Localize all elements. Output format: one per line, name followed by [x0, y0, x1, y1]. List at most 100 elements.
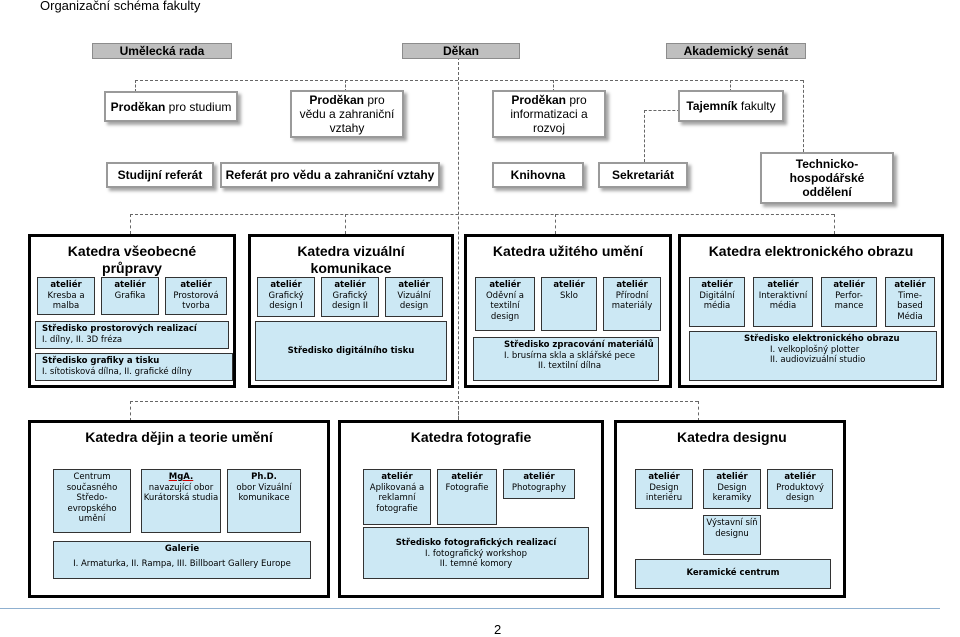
- dekan-box: Děkan: [402, 43, 520, 59]
- atelier-name: Grafický design II: [332, 290, 368, 312]
- stredisko-detail: I. fotografický workshop: [424, 548, 528, 559]
- atelier-label: ateliér: [451, 472, 483, 482]
- degree-label: MgA.: [168, 472, 194, 482]
- stredisko-detail: II. textilní dílna: [538, 361, 602, 371]
- atelier-name: Digitální média: [699, 290, 735, 312]
- connector: [730, 80, 731, 92]
- centrum-soucasneho-umeni: Centrum současného Středo-evropského umě…: [53, 469, 131, 533]
- connector: [458, 401, 459, 421]
- knihovna-box: Knihovna: [492, 162, 584, 188]
- atelier-label: ateliér: [50, 280, 82, 290]
- connector: [555, 214, 556, 234]
- connector: [698, 401, 699, 421]
- connector: [345, 80, 346, 92]
- atelier-label: ateliér: [114, 280, 146, 290]
- stredisko-label: Středisko prostorových realizací: [42, 324, 197, 334]
- prodekan-label: Proděkan: [110, 99, 166, 114]
- box-text: navazující obor Kurátorská studia: [143, 482, 219, 504]
- connector: [644, 110, 645, 162]
- atelier-name: Produktový design: [776, 482, 824, 504]
- atelier-label: ateliér: [334, 280, 366, 290]
- stredisko-detail: I. velkoplošný plotter: [770, 344, 860, 355]
- department-title: Katedra designu: [677, 429, 787, 445]
- mga-kuratorska-studia: MgA.navazující obor Kurátorská studia: [141, 469, 221, 533]
- atelier-name: Fotografie: [445, 482, 489, 493]
- akademicky-senat-box: Akademický senát: [666, 43, 806, 59]
- atelier-label: ateliér: [398, 280, 430, 290]
- prodekan-studium-box: Proděkan pro studium: [104, 91, 238, 122]
- footer-divider: [0, 608, 940, 609]
- page-number: 2: [494, 622, 502, 637]
- connector: [803, 80, 804, 152]
- atelier-label: ateliér: [784, 472, 816, 482]
- prodekan-label: Proděkan: [511, 93, 566, 107]
- atelier-label: ateliér: [767, 280, 799, 290]
- atelier-name: Interaktivní média: [758, 290, 808, 312]
- connector: [130, 214, 131, 234]
- tajemnik-scope: fakulty: [737, 99, 776, 113]
- degree-label: Ph.D.: [251, 472, 277, 482]
- box-text: obor Vizuální komunikace: [236, 482, 292, 504]
- umelecka-rada-box: Umělecká rada: [92, 43, 232, 59]
- atelier-name: Vizuální design: [397, 290, 431, 312]
- galerie-detail: I. Armaturka, II. Rampa, III. Billboart …: [73, 558, 291, 569]
- stredisko-detail: I. dílny, II. 3D fréza: [42, 334, 123, 345]
- department-title: Katedra dějin a teorie umění: [85, 429, 273, 445]
- prodekan-veda-box: Proděkan pro vědu a zahraniční vztahy: [290, 90, 404, 138]
- prodekan-scope: pro studium: [165, 99, 232, 114]
- atelier-label: ateliér: [270, 280, 302, 290]
- page-title: Organizační schéma fakulty: [40, 0, 201, 13]
- katedra-dejin-teorie-umeni: Katedra dějin a teorie umění Centrum sou…: [28, 420, 330, 598]
- atelier-label: ateliér: [894, 280, 926, 290]
- atelier-label: ateliér: [180, 280, 212, 290]
- atelier-name: Grafika: [114, 290, 146, 301]
- sekretariat-box: Sekretariát: [598, 162, 688, 188]
- atelier-name: Time-based Média: [897, 290, 923, 322]
- atelier-name: Aplikovaná a reklamní fotografie: [369, 482, 425, 514]
- connector: [135, 80, 136, 92]
- galerie-label: Galerie: [164, 544, 200, 554]
- department-title: Katedra všeobecné průpravy: [67, 243, 197, 276]
- connector: [130, 401, 131, 421]
- atelier-label: ateliér: [701, 280, 733, 290]
- box-text: Keramické centrum: [686, 568, 780, 578]
- connector: [458, 57, 459, 419]
- department-title: Katedra fotografie: [410, 429, 532, 445]
- box-text: Výstavní síň designu: [706, 518, 758, 539]
- connector: [834, 214, 835, 234]
- department-title: Katedra vizuální komunikace: [297, 243, 405, 276]
- connector: [130, 401, 698, 402]
- tajemnik-box: Tajemník fakulty: [678, 90, 784, 122]
- atelier-label: ateliér: [616, 280, 648, 290]
- vystavni-sin-designu: Výstavní síň designu: [703, 515, 761, 555]
- keramicke-centrum: Keramické centrum: [635, 559, 831, 589]
- atelier-name: Přírodní materiály: [611, 290, 653, 312]
- stredisko-detail: I. sítotisková dílna, II. grafické dílny: [42, 366, 192, 377]
- atelier-label: ateliér: [648, 472, 680, 482]
- atelier-name: Perfor-mance: [834, 290, 864, 312]
- thh-oddeleni-box: Technicko-hospodářské oddělení: [760, 152, 894, 204]
- atelier-label: ateliér: [489, 280, 521, 290]
- stredisko-detail: II. temné komory: [439, 559, 513, 569]
- atelier-name: Prostorová tvorba: [173, 290, 219, 312]
- atelier-name: Design keramiky: [712, 482, 752, 504]
